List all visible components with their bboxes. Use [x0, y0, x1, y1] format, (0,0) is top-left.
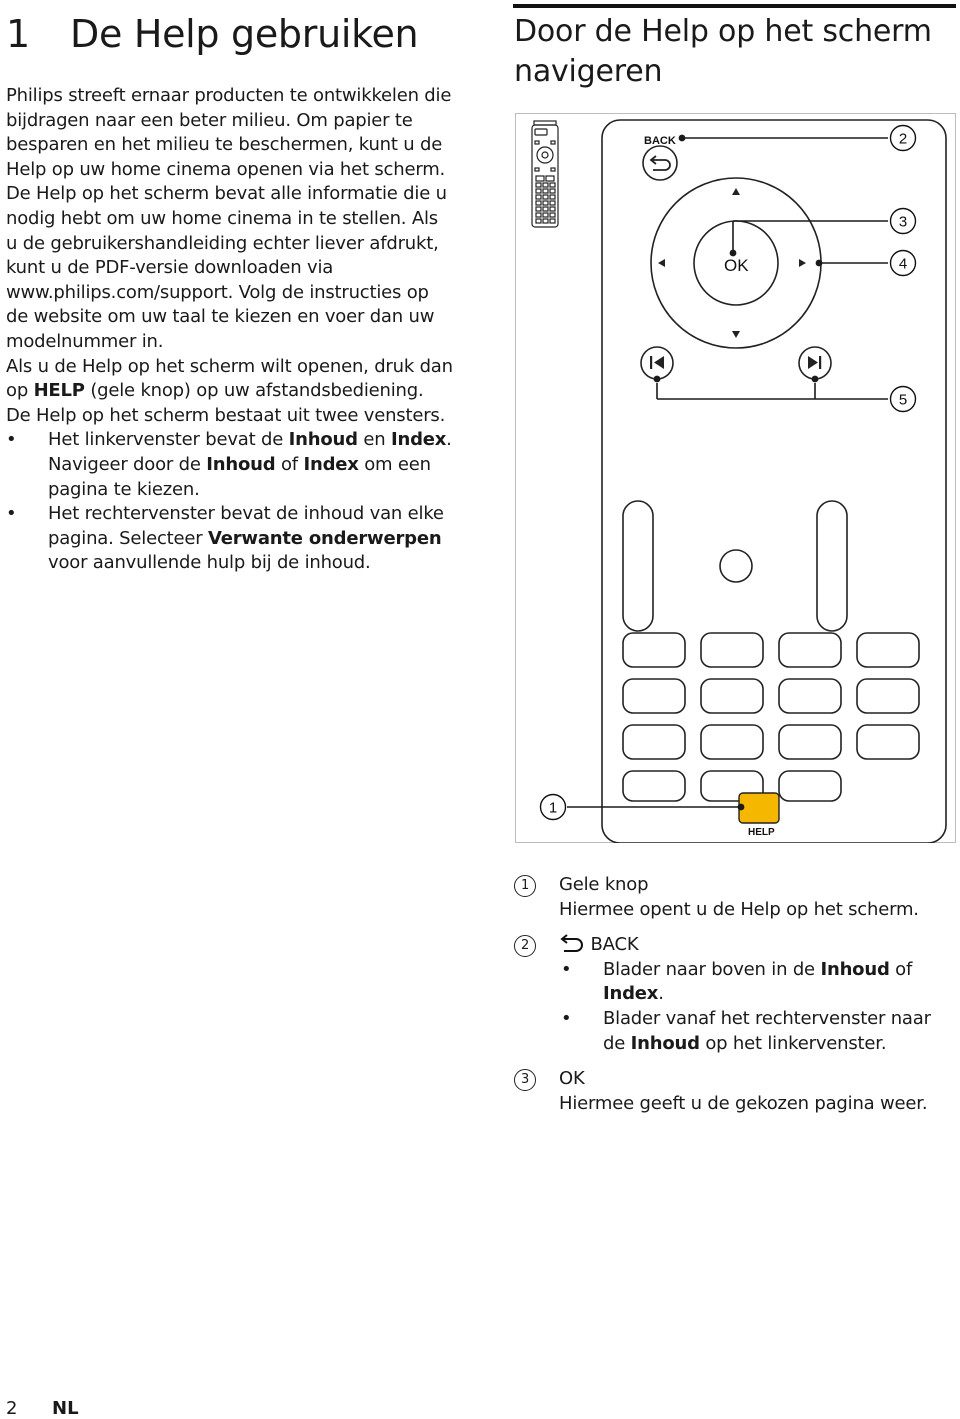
legend-item-back: 2 BACK Blader naar boven in de Inhoud of… — [514, 933, 958, 1056]
back-arrow-icon — [560, 934, 583, 953]
bullet1-inhoud-2: Inhoud — [206, 453, 276, 475]
volume-button — [622, 500, 654, 632]
list-item: Blader vanaf het rechtervenster naar de … — [559, 1007, 958, 1056]
intro-paragraph-1: Philips streeft ernaar producten te ontw… — [6, 85, 452, 180]
intro-paragraph-4: De Help op het scherm bestaat uit twee v… — [6, 404, 446, 426]
intro-paragraph-2: De Help op het scherm bevat alle informa… — [6, 183, 447, 352]
legend-item-ok: 3 OK Hiermee geeft u de gekozen pagina w… — [514, 1067, 958, 1116]
callout-4-circle — [889, 249, 917, 277]
remote-illustration: BACK OK — [515, 113, 956, 843]
back-bullet1-a: Blader naar boven in de — [603, 958, 821, 980]
callout-1-circle — [539, 793, 567, 821]
bullet2-text-c: voor aanvullende hulp bij de inhoud. — [48, 552, 371, 574]
bullet1-text-a: Het linkervenster bevat de — [48, 429, 289, 451]
callout-lines — [567, 137, 888, 808]
ok-label: OK — [724, 256, 749, 275]
page-number: 2 — [6, 1398, 18, 1419]
p3-text-c: (gele knop) op uw afstandsbediening. — [84, 380, 424, 402]
bullet2-related-topics: Verwante onderwerpen — [207, 527, 442, 549]
bullet1-text-i: om een pagina te kiezen. — [48, 453, 431, 500]
language-code: NL — [52, 1398, 79, 1419]
chapter-title: 1 De Help gebruiken — [6, 12, 419, 56]
legend-number-1: 1 — [514, 875, 536, 897]
intro-column: Philips streeft ernaar producten te ontw… — [6, 84, 454, 576]
bullet1-index-2: Index — [303, 453, 359, 475]
down-arrow-icon — [732, 331, 740, 338]
next-icon — [808, 356, 818, 369]
legend-title-ok: OK — [559, 1068, 585, 1090]
callout-3-circle — [889, 207, 917, 235]
help-keyword: HELP — [33, 380, 85, 402]
bullet1-text-c: en — [357, 429, 391, 451]
right-arrow-icon — [799, 259, 806, 267]
page-footer: 2 NL — [6, 1398, 79, 1419]
list-item: Blader naar boven in de Inhoud of Index. — [559, 958, 958, 1007]
window-list: Het linkervenster bevat de Inhoud en Ind… — [6, 428, 454, 576]
callout-2-circle — [889, 124, 917, 152]
legend-item-help-button: 1 Gele knop Hiermee opent u de Help op h… — [514, 873, 958, 922]
back-bullet1-index: Index — [603, 983, 659, 1005]
left-arrow-icon — [658, 259, 665, 267]
legend-back-bullets: Blader naar boven in de Inhoud of Index.… — [559, 958, 958, 1056]
back-bullet2-inhoud: Inhoud — [630, 1032, 700, 1054]
intro-paragraph-3: Als u de Help op het scherm wilt openen,… — [6, 355, 454, 404]
back-button — [642, 145, 678, 181]
legend-back-label: BACK — [590, 934, 639, 956]
callout-1: 1 — [549, 800, 557, 817]
legend-number-2: 2 — [514, 935, 536, 958]
callout-3: 3 — [899, 214, 907, 231]
back-bullet2-c: op het linkervenster. — [699, 1032, 887, 1054]
chapter-number: 1 — [6, 12, 30, 56]
legend-title-back: BACK — [559, 933, 958, 958]
callout-5-circle — [889, 385, 917, 413]
previous-icon — [654, 356, 664, 369]
bullet2-text-a: Het rechtervenster bevat de inhoud van e… — [48, 503, 444, 549]
back-bullet1-inhoud: Inhoud — [820, 958, 890, 980]
callout-5: 5 — [899, 392, 907, 409]
back-label: BACK — [644, 135, 676, 147]
button-legend: 1 Gele knop Hiermee opent u de Help op h… — [514, 873, 958, 1127]
number-keypad — [622, 632, 920, 802]
back-arrow-icon — [649, 155, 657, 165]
callout-2: 2 — [899, 131, 907, 148]
section-title: Door de Help op het scherm navigeren — [514, 14, 932, 89]
help-label: HELP — [748, 827, 775, 838]
legend-desc-yellow-button: Hiermee opent u de Help op het scherm. — [559, 898, 919, 920]
remote-thumbnail-icon — [531, 120, 559, 228]
p3-text-a: Als u de Help op het scherm wilt openen,… — [6, 355, 453, 402]
back-bullet1-e: . — [658, 983, 664, 1005]
section-rule — [513, 4, 956, 8]
bullet1-text-e: . Navigeer door de — [48, 429, 452, 475]
list-item-right-window: Het rechtervenster bevat de inhoud van e… — [6, 502, 454, 576]
bullet1-text-g: of — [275, 453, 304, 475]
channel-button — [816, 500, 848, 632]
mute-button — [719, 549, 753, 583]
help-button — [738, 792, 780, 824]
previous-button — [640, 346, 674, 380]
callout-dots — [653, 134, 823, 811]
bullet1-inhoud: Inhoud — [288, 429, 358, 451]
bullet1-index: Index — [390, 429, 447, 451]
legend-number-3: 3 — [514, 1069, 536, 1092]
remote-diagram: BACK OK — [515, 113, 956, 843]
legend-title-yellow-button: Gele knop — [559, 874, 649, 895]
next-button — [798, 346, 832, 380]
up-arrow-icon — [732, 188, 740, 195]
chapter-title-text: De Help gebruiken — [70, 12, 419, 56]
callout-4: 4 — [899, 256, 907, 273]
list-item-left-window: Het linkervenster bevat de Inhoud en Ind… — [6, 428, 454, 502]
legend-desc-ok: Hiermee geeft u de gekozen pagina weer. — [559, 1092, 928, 1114]
back-bullet1-c: of — [889, 958, 913, 980]
back-bullet2-a: Blader vanaf het rechtervenster naar de — [603, 1007, 931, 1054]
